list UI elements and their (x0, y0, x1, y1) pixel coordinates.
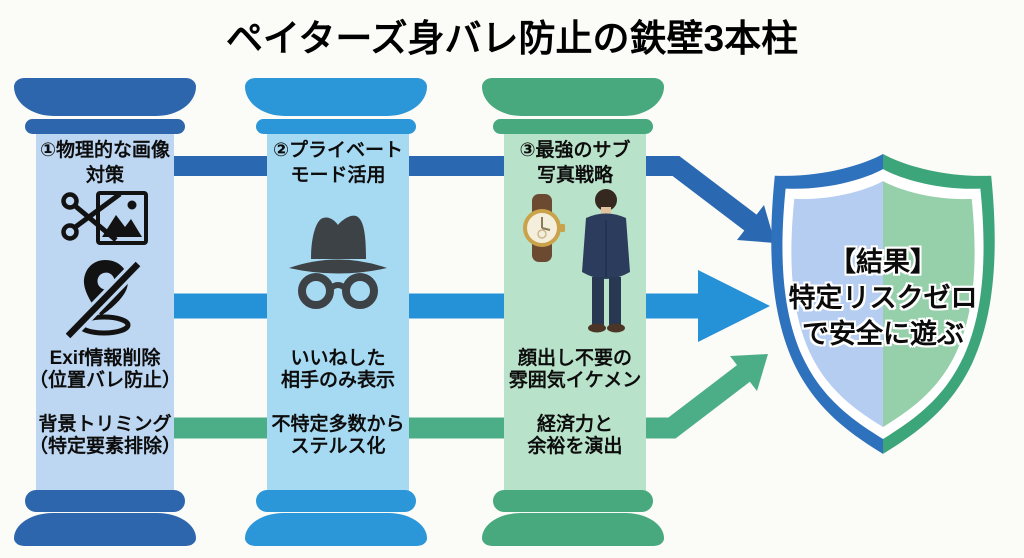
pillar1-base-bar (25, 490, 185, 512)
pillar1-point2-line2: （特定要素排除） (28, 436, 181, 457)
result-text: 【結果】 特定リスクゼロ で安全に遊ぶ (762, 244, 1004, 352)
scissors-cut-photo-icon (61, 191, 148, 245)
pillar2-point1-line1: いいねした (290, 348, 386, 369)
pillar1-capital (14, 78, 196, 116)
pillar2-shaft (267, 134, 409, 491)
pillar1-heading: ①物理的な画像 対策 (36, 138, 174, 188)
pillar2-point2-line2: ステルス化 (290, 436, 386, 457)
pillar1-cap-bar (25, 119, 185, 134)
pillar2-heading-line2: モード活用 (290, 165, 386, 186)
pillar3-point1-line1: 顔出し不要の (517, 348, 632, 369)
pillar2-heading-line1: ②プライベート (272, 140, 404, 161)
pillar2-capital (245, 78, 427, 116)
pillar3-point1: 顔出し不要の 雰囲気イケメン (494, 348, 656, 392)
pillar2-base-bar (256, 490, 416, 512)
pillar3-point2: 経済力と 余裕を演出 (494, 414, 656, 458)
pillar2-point1: いいねした 相手のみ表示 (257, 348, 419, 392)
pillar1-point2-line1: 背景トリミング (38, 414, 172, 435)
pillar2-point2: 不特定多数から ステルス化 (257, 414, 419, 458)
arrow-bottom (100, 354, 768, 439)
arrow-top (100, 156, 775, 243)
result-line1: 【結果】 (829, 247, 937, 277)
pillar3-cap-bar (493, 119, 653, 134)
arrow-middle (100, 270, 770, 342)
pillar3-shaft (504, 134, 646, 491)
pillar1-point2: 背景トリミング （特定要素排除） (26, 414, 184, 458)
pillar3-point2-line2: 余裕を演出 (527, 436, 623, 457)
pillar2-base (245, 513, 427, 546)
pillar3-heading-line1: ③最強のサブ (519, 140, 631, 161)
pillar3-capital (482, 78, 664, 116)
result-line3: で安全に遊ぶ (802, 319, 964, 349)
man-back-suit-illustration (582, 189, 630, 333)
pillar1-heading-line1: ①物理的な画像 (39, 140, 171, 161)
pillar2-point1-line2: 相手のみ表示 (280, 370, 395, 391)
pillar1-point1-line2: （位置バレ防止） (28, 370, 181, 391)
pillar2-heading: ②プライベート モード活用 (267, 138, 409, 188)
pillar3-base-bar (493, 490, 653, 512)
pillar3-heading: ③最強のサブ 写真戦略 (504, 138, 646, 188)
incognito-icon (289, 215, 387, 309)
pillar2-cap-bar (256, 119, 416, 134)
pillar1-point1: Exif情報削除 （位置バレ防止） (26, 348, 184, 392)
pillar3-heading-line2: 写真戦略 (536, 165, 613, 186)
pillar1-heading-line2: 対策 (85, 165, 124, 186)
luxury-watch-illustration (523, 194, 565, 262)
result-line2: 特定リスクゼロ (788, 283, 978, 313)
pillar1-base (14, 513, 196, 546)
pillar1-point1-line1: Exif情報削除 (49, 348, 161, 369)
shield-icon (771, 154, 995, 454)
page-title: ペイターズ身バレ防止の鉄壁3本柱 (225, 18, 799, 59)
no-location-pin-icon (66, 259, 143, 341)
pillar3-point1-line2: 雰囲気イケメン (508, 370, 642, 391)
pillar2-point2-line1: 不特定多数から (271, 414, 405, 435)
pillar3-base (482, 513, 664, 546)
pillar3-point2-line1: 経済力と (536, 414, 613, 435)
